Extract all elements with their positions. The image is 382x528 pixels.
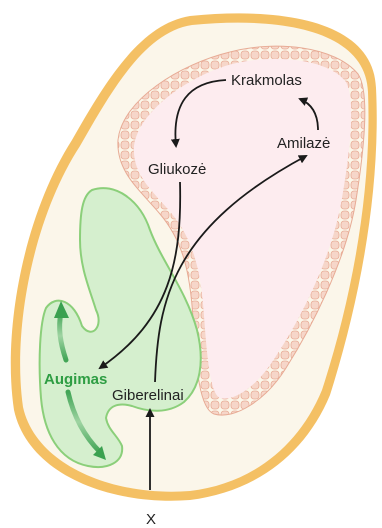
label-starch: Krakmolas [231, 72, 302, 89]
label-gibberellins: Giberelinai [112, 387, 184, 404]
label-growth: Augimas [44, 371, 107, 388]
label-amylase: Amilazė [277, 135, 330, 152]
label-glucose: Gliukozė [148, 161, 206, 178]
label-signal-x: X [146, 511, 156, 528]
